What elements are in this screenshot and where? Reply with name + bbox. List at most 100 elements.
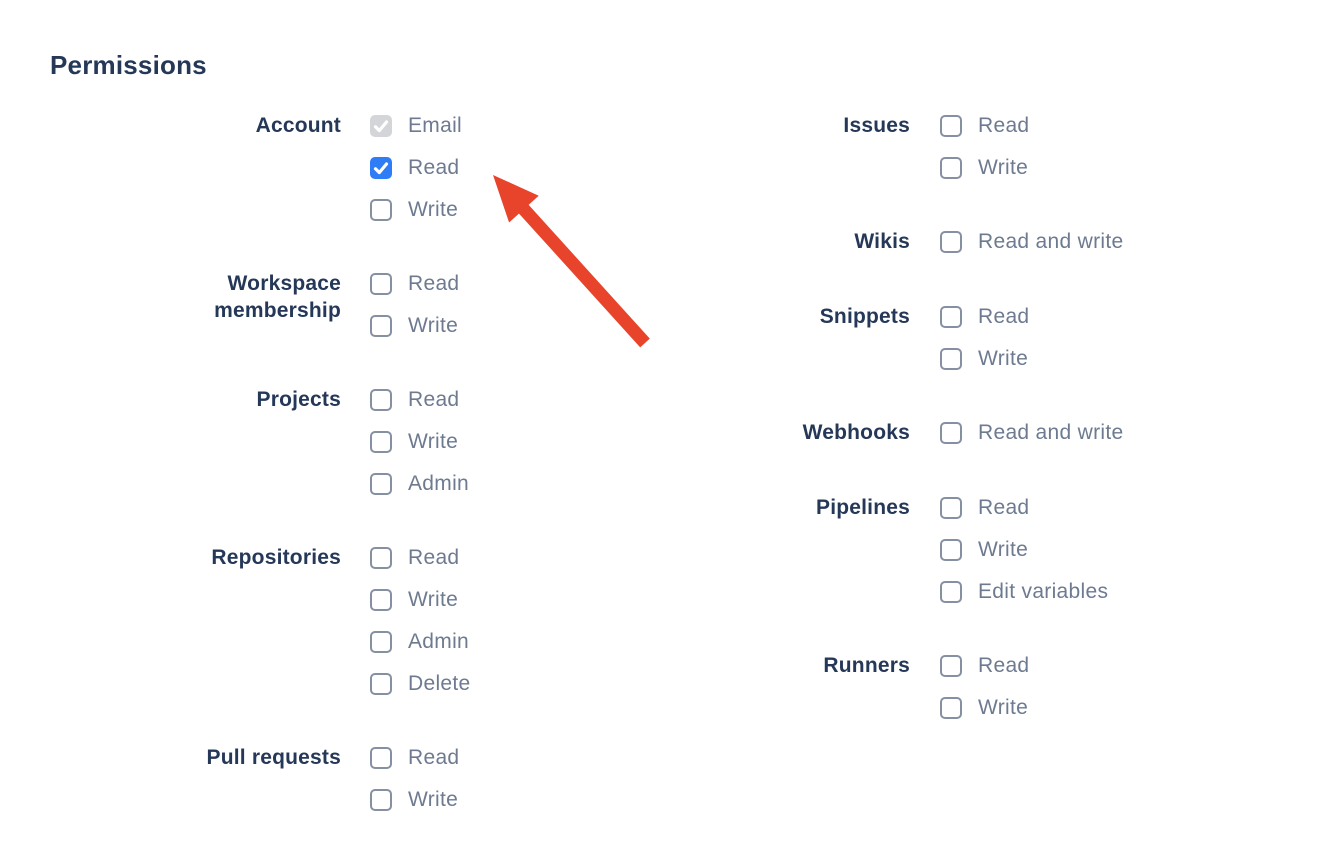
option-webhooks-read-and-write[interactable]: Read and write	[940, 421, 1123, 445]
option-pipelines-read[interactable]: Read	[940, 496, 1108, 520]
option-pull-requests-write[interactable]: Write	[370, 788, 459, 812]
group-label-projects: Projects	[256, 388, 341, 411]
permission-group-wikis: Wikis Read and write	[770, 230, 1123, 255]
permissions-heading: Permissions	[50, 50, 207, 80]
option-label-projects-write[interactable]: Write	[408, 430, 459, 453]
option-repositories-delete[interactable]: Delete	[370, 672, 471, 696]
option-repositories-read[interactable]: Read	[370, 546, 471, 570]
checkbox-runners-write[interactable]	[940, 697, 962, 719]
option-projects-write[interactable]: Write	[370, 430, 469, 454]
option-workspace-membership-write[interactable]: Write	[370, 314, 459, 338]
checkbox-wikis-read-and-write[interactable]	[940, 231, 962, 253]
option-workspace-membership-read[interactable]: Read	[370, 272, 459, 296]
option-label-pull-requests-read[interactable]: Read	[408, 746, 460, 769]
check-icon	[373, 162, 389, 175]
checkbox-workspace-membership-write[interactable]	[370, 315, 392, 337]
checkbox-repositories-write[interactable]	[370, 589, 392, 611]
option-label-account-write[interactable]: Write	[408, 198, 459, 221]
option-pipelines-write[interactable]: Write	[940, 538, 1108, 562]
option-issues-write[interactable]: Write	[940, 156, 1029, 180]
option-repositories-write[interactable]: Write	[370, 588, 471, 612]
group-label-wikis: Wikis	[854, 230, 910, 253]
option-projects-read[interactable]: Read	[370, 388, 469, 412]
checkbox-projects-write[interactable]	[370, 431, 392, 453]
option-snippets-write[interactable]: Write	[940, 347, 1029, 371]
checkbox-snippets-read[interactable]	[940, 306, 962, 328]
group-label-repositories: Repositories	[211, 546, 341, 569]
checkbox-issues-write[interactable]	[940, 157, 962, 179]
option-label-pipelines-write[interactable]: Write	[978, 538, 1029, 561]
option-label-account-read[interactable]: Read	[408, 156, 460, 179]
option-label-projects-read[interactable]: Read	[408, 388, 460, 411]
option-label-repositories-admin[interactable]: Admin	[408, 630, 470, 653]
option-label-repositories-write[interactable]: Write	[408, 588, 459, 611]
option-label-repositories-delete[interactable]: Delete	[408, 672, 471, 695]
option-label-snippets-read[interactable]: Read	[978, 305, 1030, 328]
option-label-wikis-read-and-write[interactable]: Read and write	[978, 230, 1124, 253]
option-repositories-admin[interactable]: Admin	[370, 630, 471, 654]
checkbox-snippets-write[interactable]	[940, 348, 962, 370]
checkbox-projects-read[interactable]	[370, 389, 392, 411]
option-projects-admin[interactable]: Admin	[370, 472, 469, 496]
group-label-snippets: Snippets	[819, 305, 910, 328]
checkbox-pull-requests-write[interactable]	[370, 789, 392, 811]
option-account-read[interactable]: Read	[370, 156, 462, 180]
option-label-pipelines-read[interactable]: Read	[978, 496, 1030, 519]
checkbox-runners-read[interactable]	[940, 655, 962, 677]
group-label-pipelines: Pipelines	[815, 496, 910, 519]
checkbox-repositories-delete[interactable]	[370, 673, 392, 695]
checkbox-account-read[interactable]	[370, 157, 392, 179]
option-label-pull-requests-write[interactable]: Write	[408, 788, 459, 811]
option-label-webhooks-read-and-write[interactable]: Read and write	[978, 421, 1124, 444]
arrow-annotation-icon	[493, 175, 650, 348]
option-label-projects-admin[interactable]: Admin	[408, 472, 470, 495]
option-label-issues-read[interactable]: Read	[978, 114, 1030, 137]
checkbox-webhooks-read-and-write[interactable]	[940, 422, 962, 444]
option-label-workspace-membership-write[interactable]: Write	[408, 314, 459, 337]
option-issues-read[interactable]: Read	[940, 114, 1029, 138]
option-runners-write[interactable]: Write	[940, 696, 1029, 720]
checkbox-account-write[interactable]	[370, 199, 392, 221]
option-label-repositories-read[interactable]: Read	[408, 546, 460, 569]
group-label-webhooks: Webhooks	[802, 421, 910, 444]
checkbox-pipelines-edit-variables[interactable]	[940, 581, 962, 603]
option-label-runners-read[interactable]: Read	[978, 654, 1030, 677]
option-snippets-read[interactable]: Read	[940, 305, 1029, 329]
group-label-runners: Runners	[823, 654, 910, 677]
checkbox-pipelines-read[interactable]	[940, 497, 962, 519]
checkbox-projects-admin[interactable]	[370, 473, 392, 495]
checkbox-issues-read[interactable]	[940, 115, 962, 137]
option-label-runners-write[interactable]: Write	[978, 696, 1029, 719]
option-runners-read[interactable]: Read	[940, 654, 1029, 678]
option-label-snippets-write[interactable]: Write	[978, 347, 1029, 370]
option-label-pipelines-edit-variables[interactable]: Edit variables	[978, 580, 1109, 603]
group-options-webhooks: Read and write	[940, 421, 1123, 446]
group-options-wikis: Read and write	[940, 230, 1123, 255]
checkbox-repositories-read[interactable]	[370, 547, 392, 569]
option-pipelines-edit-variables[interactable]: Edit variables	[940, 580, 1108, 604]
group-label-pull-requests: Pull requests	[206, 746, 341, 769]
option-account-write[interactable]: Write	[370, 198, 462, 222]
group-label-issues: Issues	[843, 114, 910, 137]
option-wikis-read-and-write[interactable]: Read and write	[940, 230, 1123, 254]
option-label-workspace-membership-read[interactable]: Read	[408, 272, 460, 295]
checkbox-repositories-admin[interactable]	[370, 631, 392, 653]
checkbox-pipelines-write[interactable]	[940, 539, 962, 561]
checkbox-pull-requests-read[interactable]	[370, 747, 392, 769]
checkbox-workspace-membership-read[interactable]	[370, 273, 392, 295]
option-label-issues-write[interactable]: Write	[978, 156, 1029, 179]
option-pull-requests-read[interactable]: Read	[370, 746, 459, 770]
